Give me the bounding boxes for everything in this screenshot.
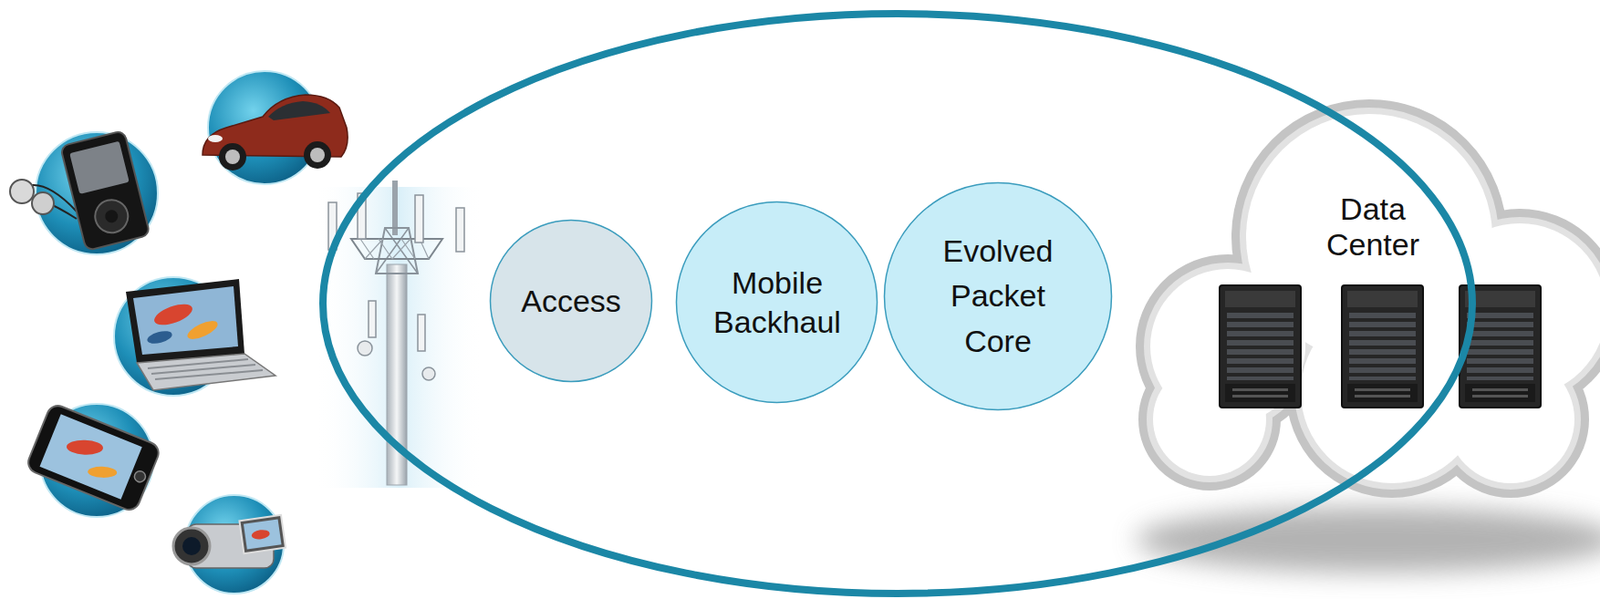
cloud-rim-part — [1153, 363, 1267, 477]
mp3-player-icon — [10, 130, 158, 255]
text-block: Evolved Packet Core — [929, 228, 1067, 364]
server-rack — [1341, 285, 1424, 408]
cloud-fill — [1150, 114, 1600, 484]
cell-tower-part — [368, 301, 376, 338]
network-ellipse — [322, 13, 1473, 594]
circle-shape — [490, 220, 653, 383]
core-circle: Evolved Packet Core — [883, 181, 1113, 412]
car-icon-part — [268, 101, 331, 121]
cloud-fill-part — [1446, 355, 1575, 484]
mp3-player-icon-part-part — [103, 208, 120, 225]
mp3-player-icon-part-part — [69, 141, 129, 195]
node-label: Access — [520, 282, 622, 321]
cell-tower — [314, 180, 484, 489]
cloud-rim-inner — [1150, 114, 1600, 484]
text-block: Data Center — [1304, 191, 1442, 263]
server-rack — [1219, 285, 1301, 408]
cloud-shadow-part — [1135, 507, 1600, 573]
laptop-icon-part — [133, 286, 239, 355]
laptop-icon-part — [147, 359, 263, 380]
cell-tower-part — [422, 367, 436, 381]
car-icon-part — [310, 147, 325, 163]
camcorder-icon-part-part — [238, 515, 286, 554]
cloud-rim — [1150, 114, 1600, 484]
cloud-outline — [1127, 100, 1600, 493]
laptop-icon-part — [185, 317, 221, 343]
mp3-player-icon-part-part — [91, 196, 132, 237]
cell-tower-part — [415, 195, 424, 243]
cell-tower-part — [456, 207, 465, 252]
cell-tower-part — [417, 314, 426, 352]
laptop-icon-part — [136, 353, 276, 391]
phone-icon-part — [25, 403, 163, 514]
laptop-icon — [114, 277, 276, 396]
text-block: Mobile Backhaul — [695, 263, 860, 342]
phone-icon — [25, 403, 163, 518]
mp3-player-icon-part-part — [60, 130, 150, 251]
phone-icon-part-part — [87, 466, 117, 478]
laptop-icon-part — [125, 279, 245, 364]
cell-tower-part — [357, 193, 366, 239]
camcorder-icon — [173, 495, 286, 594]
car-icon — [202, 71, 348, 185]
phone-icon-part-part — [66, 439, 104, 456]
circle-shape — [676, 202, 878, 404]
node-label: Data Center — [1304, 191, 1442, 263]
camcorder-icon-part — [238, 515, 286, 554]
cloud-rim-part — [1153, 363, 1267, 477]
camcorder-icon-part — [173, 528, 210, 565]
car-icon-part — [303, 141, 332, 169]
text-block: Access — [520, 282, 622, 321]
cloud-rim-part — [1446, 355, 1575, 484]
cell-tower-part — [375, 228, 418, 274]
node-label: Mobile Backhaul — [695, 263, 860, 342]
cell-tower-part — [351, 238, 443, 260]
circle-outline — [675, 200, 879, 405]
backhaul-circle: Mobile Backhaul — [675, 200, 879, 405]
camcorder-icon-part — [182, 537, 201, 556]
mp3-player-icon-part — [60, 130, 150, 251]
cloud-shadow — [1135, 507, 1600, 573]
cell-tower-part — [375, 228, 418, 274]
car-icon-part — [207, 135, 223, 143]
cloud-rim-part — [1446, 355, 1575, 484]
cell-tower-part — [314, 187, 484, 489]
node-label: Evolved Packet Core — [929, 228, 1067, 364]
phone-icon-part-part — [25, 403, 163, 514]
phone-icon-part-part — [40, 414, 143, 499]
mp3-player-icon-part — [10, 179, 34, 204]
server-rack — [1459, 285, 1541, 408]
text-holder: Data Center — [1304, 191, 1442, 263]
cell-tower-part — [328, 202, 337, 250]
camcorder-icon-part-part — [243, 519, 282, 551]
cloud-fill-part — [1153, 363, 1267, 477]
data-center-cloud: Data Center — [1127, 100, 1600, 493]
cell-tower-part — [357, 341, 373, 356]
mp3-player-icon-part — [31, 192, 54, 215]
laptop-icon-part — [145, 329, 174, 347]
phone-icon-part-part — [133, 469, 148, 485]
circle-shape — [884, 183, 1112, 411]
car-icon-part — [225, 149, 240, 165]
access-circle: Access — [488, 218, 654, 384]
camcorder-icon-part-part — [250, 529, 271, 541]
laptop-icon-part — [151, 300, 196, 330]
car-icon-part — [218, 143, 247, 171]
cell-tower-part — [386, 264, 407, 486]
